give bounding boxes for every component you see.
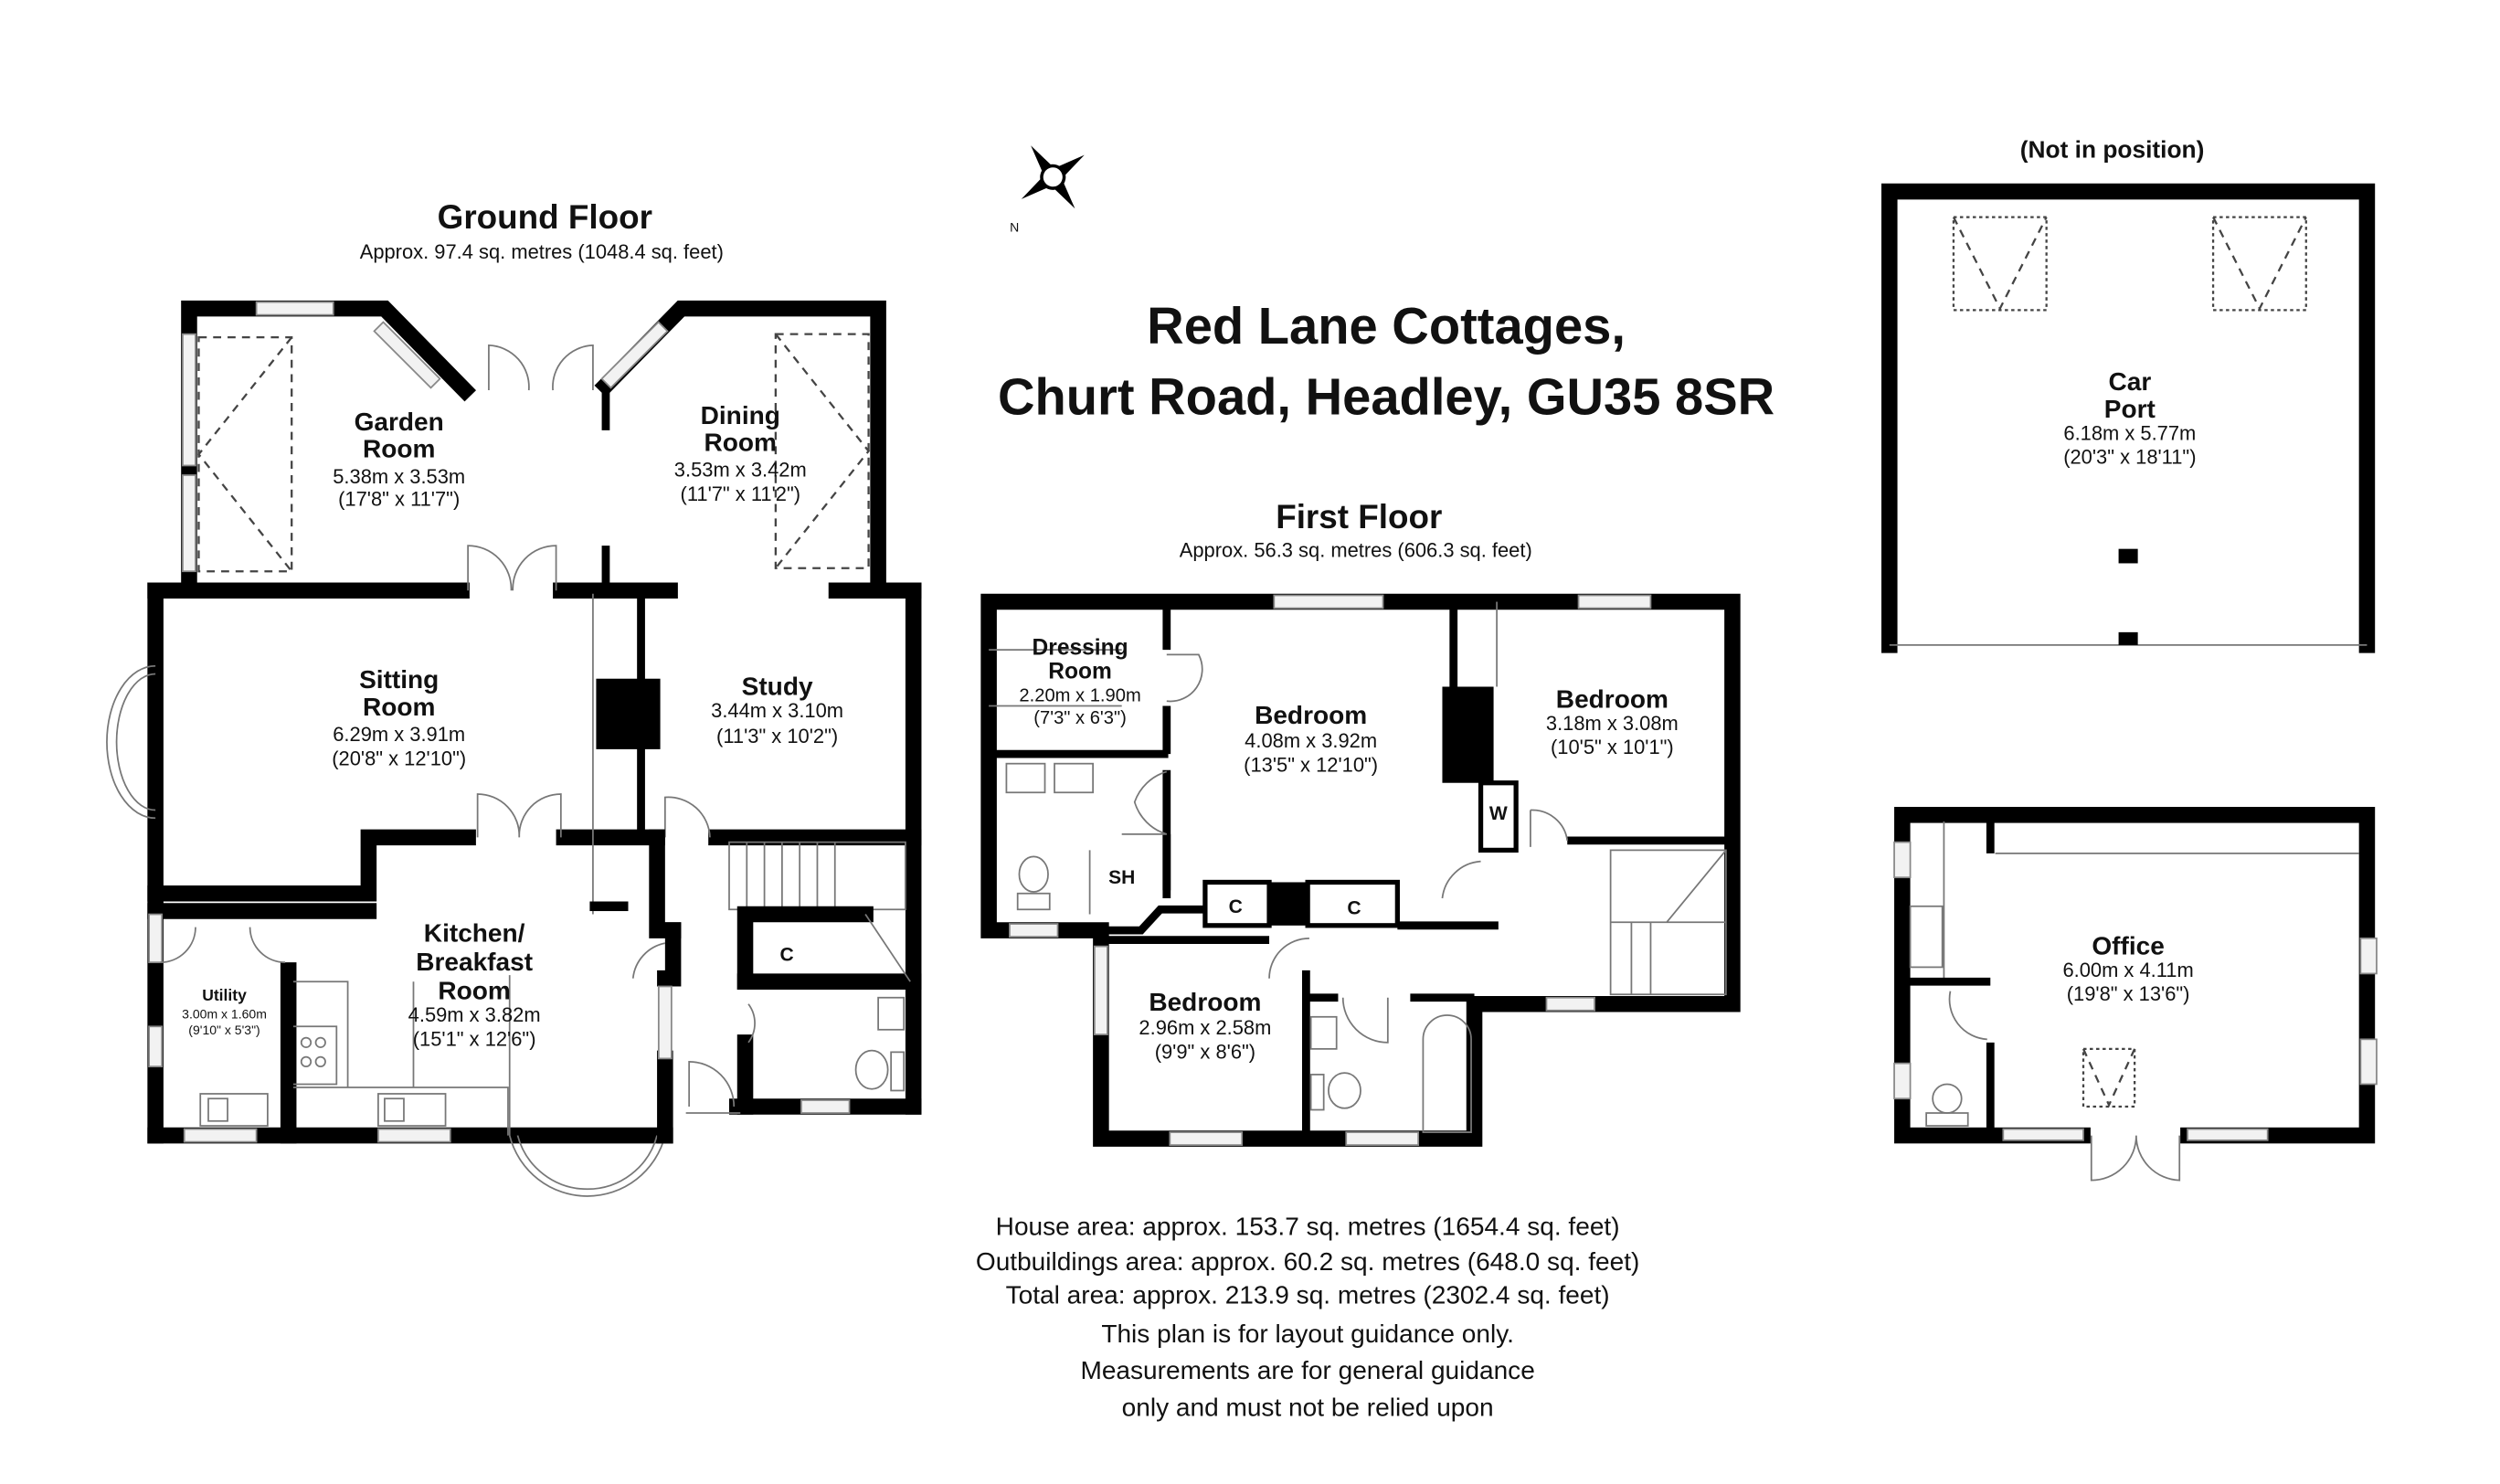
garden-room-metric: 5.38m x 3.53m xyxy=(333,465,465,488)
staircase xyxy=(728,841,906,911)
carport-label: Port xyxy=(2104,395,2156,423)
utility-imperial: (9'10" x 5'3") xyxy=(188,1023,260,1037)
total-area: Total area: approx. 213.9 sq. metres (23… xyxy=(1006,1281,1610,1309)
first-floor-area: Approx. 56.3 sq. metres (606.3 sq. feet) xyxy=(1180,538,1532,561)
property-title-line2: Churt Road, Headley, GU35 8SR xyxy=(998,367,1774,425)
shower-label: SH xyxy=(1108,867,1135,888)
utility-label: Utility xyxy=(202,986,247,1004)
kitchen-label: Kitchen/ xyxy=(424,918,525,947)
first-floor-labels: Dressing Room 2.20m x 1.90m (7'3" x 6'3"… xyxy=(1019,635,1678,1063)
dining-room-metric: 3.53m x 3.42m xyxy=(674,459,807,482)
ground-floor-area: Approx. 97.4 sq. metres (1048.4 sq. feet… xyxy=(360,240,724,263)
cupboard-label: C xyxy=(780,944,794,965)
dressing-room-label: Dressing xyxy=(1033,635,1128,660)
bedroom-3-imperial: (9'9" x 8'6") xyxy=(1155,1040,1255,1063)
sitting-room-imperial: (20'8" x 12'10") xyxy=(332,747,466,769)
study-imperial: (11'3" x 10'2") xyxy=(716,725,838,747)
kitchen-metric: 4.59m x 3.82m xyxy=(408,1003,541,1026)
carport-metric: 6.18m x 5.77m xyxy=(2063,421,2196,444)
bedroom-1-label: Bedroom xyxy=(1255,701,1367,729)
office-metric: 6.00m x 4.11m xyxy=(2062,959,2193,981)
ground-floor-labels: Garden Room 5.38m x 3.53m (17'8" x 11'7"… xyxy=(182,401,843,1050)
disclaimer-line: This plan is for layout guidance only. xyxy=(1101,1320,1514,1348)
dining-room-label: Room xyxy=(704,429,777,457)
area-summary: House area: approx. 153.7 sq. metres (16… xyxy=(976,1212,1640,1421)
compass-north-label: N xyxy=(1010,219,1019,234)
bedroom-3-label: Bedroom xyxy=(1149,988,1261,1016)
dining-room-label: Dining xyxy=(701,401,780,429)
garden-room-label: Garden xyxy=(355,408,444,436)
dressing-room-metric: 2.20m x 1.90m xyxy=(1019,685,1140,705)
bedroom-2-label: Bedroom xyxy=(1556,684,1668,713)
garden-room-label: Room xyxy=(363,435,435,463)
office-label: Office xyxy=(2092,931,2165,959)
carport-label: Car xyxy=(2108,367,2151,396)
kitchen-label: Breakfast xyxy=(416,948,533,976)
sitting-room-label: Room xyxy=(363,693,435,721)
bedroom-1-metric: 4.08m x 3.92m xyxy=(1245,729,1377,752)
bedroom-2-metric: 3.18m x 3.08m xyxy=(1546,712,1679,735)
wardrobe-label: W xyxy=(1489,803,1508,824)
disclaimer-line: Measurements are for general guidance xyxy=(1080,1356,1534,1384)
study-metric: 3.44m x 3.10m xyxy=(711,699,843,722)
ground-floor-plan xyxy=(106,300,922,1197)
ground-floor-heading: Ground Floor xyxy=(438,198,652,236)
bedroom-1-imperial: (13'5" x 12'10") xyxy=(1244,753,1378,776)
first-floor-plan xyxy=(980,593,1741,1147)
carport-plan: Car Port 6.18m x 5.77m (20'3" x 18'11") xyxy=(1881,183,2376,653)
not-in-position-note: (Not in position) xyxy=(2020,136,2205,164)
dining-room-imperial: (11'7" x 11'2") xyxy=(681,482,800,505)
cupboard-label: C xyxy=(1347,898,1361,919)
garden-room-imperial: (17'8" x 11'7") xyxy=(338,487,460,510)
cupboard-label: C xyxy=(1229,896,1243,917)
study-label: Study xyxy=(742,672,813,700)
office-imperial: (19'8" x 13'6") xyxy=(2067,982,2190,1005)
sitting-room-label: Sitting xyxy=(359,665,439,694)
disclaimer-line: only and must not be relied upon xyxy=(1122,1393,1494,1421)
dressing-room-label: Room xyxy=(1048,660,1112,684)
office-plan: Office 6.00m x 4.11m (19'8" x 13'6") xyxy=(1893,807,2378,1182)
sitting-room-metric: 6.29m x 3.91m xyxy=(333,723,465,746)
property-title-line1: Red Lane Cottages, xyxy=(1147,297,1626,355)
carport-imperial: (20'3" x 18'11") xyxy=(2063,446,2196,469)
bedroom-3-metric: 2.96m x 2.58m xyxy=(1139,1016,1271,1039)
compass-rose-icon xyxy=(1021,145,1085,209)
house-area: House area: approx. 153.7 sq. metres (16… xyxy=(996,1212,1620,1240)
dressing-room-imperial: (7'3" x 6'3") xyxy=(1033,708,1127,728)
utility-metric: 3.00m x 1.60m xyxy=(182,1007,267,1022)
outbuildings-area: Outbuildings area: approx. 60.2 sq. metr… xyxy=(976,1247,1640,1276)
first-floor-heading: First Floor xyxy=(1276,498,1442,535)
bedroom-2-imperial: (10'5" x 10'1") xyxy=(1551,736,1674,758)
kitchen-label: Room xyxy=(438,976,510,1004)
kitchen-imperial: (15'1" x 12'6") xyxy=(413,1027,536,1050)
